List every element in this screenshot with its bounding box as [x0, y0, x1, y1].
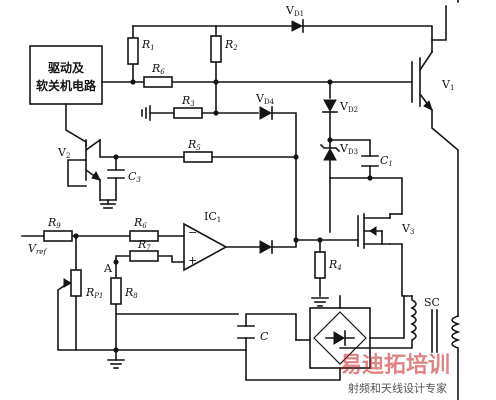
ground-v2	[99, 199, 117, 209]
label-plus: +	[188, 254, 197, 267]
label-r4: R4	[328, 258, 342, 272]
c1-to-right-wire	[369, 177, 403, 215]
v2-collector-wire	[99, 139, 185, 158]
label-r7: R7	[137, 238, 151, 252]
c1-wire	[329, 139, 371, 233]
resistor-r5	[183, 151, 213, 163]
opamp-ic1	[183, 222, 228, 272]
bridge-right-wire	[369, 295, 405, 339]
junction-vd2	[327, 79, 333, 85]
top-rail-wire	[132, 25, 433, 41]
junction-c1	[327, 137, 333, 143]
junction-output	[293, 237, 299, 243]
rp1-wire	[57, 235, 77, 351]
junction-r3-r2	[213, 110, 219, 116]
ground-r3	[141, 105, 151, 121]
v2-base-wire	[65, 103, 87, 147]
potentiometer-rp1-arrow	[63, 278, 73, 288]
label-r3: R3	[181, 94, 195, 108]
label-vd3: VD3	[339, 142, 358, 156]
diode-vd4	[259, 106, 273, 120]
diode-output	[259, 240, 273, 254]
watermark-main: 易迪拓培训	[340, 352, 450, 378]
junction-gate-r1	[130, 79, 136, 85]
bridge-diamond	[313, 311, 367, 365]
label-v2: V2	[57, 146, 70, 160]
label-r8: R8	[124, 286, 138, 300]
junction-c1-right	[367, 175, 373, 181]
label-vref: Vref	[28, 242, 47, 256]
label-vd1: VD1	[285, 4, 304, 18]
driver-box	[29, 45, 103, 105]
label-c1: C1	[380, 154, 393, 168]
diode-vd1	[291, 19, 304, 33]
potentiometer-rp1	[70, 269, 82, 297]
ground-bottom	[107, 349, 125, 369]
label-minus: −	[188, 226, 197, 239]
v3-source-wire	[389, 243, 413, 297]
sc-coil-right	[451, 314, 461, 400]
resistor-r8	[110, 277, 122, 305]
label-v1: V1	[441, 78, 454, 92]
resistor-r4	[314, 251, 326, 279]
label-c: C	[260, 330, 269, 343]
label-r6-input: R6	[133, 216, 147, 230]
label-ic1: IC1	[204, 210, 221, 224]
resistor-r3	[173, 107, 203, 119]
resistor-r1	[127, 37, 139, 65]
v1-emitter-wire	[431, 109, 459, 317]
v2-left-wire	[67, 159, 87, 187]
label-r5: R5	[187, 138, 201, 152]
node-a-to-bridge-wire	[115, 261, 239, 315]
junction-r5	[293, 154, 299, 160]
label-r6-gate: R6	[151, 62, 165, 76]
label-r9: R9	[47, 216, 61, 230]
label-v3: V3	[401, 222, 414, 236]
v1-collector-wire	[431, 5, 447, 41]
bridge-bottom-wire	[245, 349, 341, 381]
label-node-a: A	[103, 262, 113, 275]
resistor-r7	[129, 250, 159, 262]
sc-coil-left	[339, 295, 417, 349]
label-vd2: VD2	[339, 100, 358, 114]
bridge-diode-symbol	[325, 330, 355, 346]
junction-c3	[113, 154, 119, 160]
watermark-sub: 射频和天线设计专家	[348, 381, 447, 395]
label-sc: SC	[424, 296, 440, 309]
label-r2: R2	[224, 38, 238, 52]
resistor-r6-gate	[143, 76, 173, 88]
resistor-r9	[43, 230, 73, 242]
transistor-v2	[84, 138, 102, 182]
resistor-r2	[210, 35, 222, 63]
junction-rp1-top	[73, 233, 79, 239]
r3-wire	[149, 112, 297, 241]
transistor-v3	[357, 213, 391, 249]
label-rp1: RP1	[85, 286, 103, 300]
transistor-v1	[411, 39, 434, 112]
driver-box-line1: 驱动及	[48, 61, 85, 75]
label-c3: C3	[128, 170, 141, 184]
resistor-r6-input	[129, 230, 159, 242]
label-r1: R1	[141, 38, 155, 52]
ground-r4	[311, 297, 329, 307]
diode-vd2	[322, 99, 338, 113]
driver-box-line2: 软关机电路	[36, 78, 97, 93]
label-vd4: VD4	[255, 92, 275, 106]
junction-r4	[317, 237, 323, 243]
